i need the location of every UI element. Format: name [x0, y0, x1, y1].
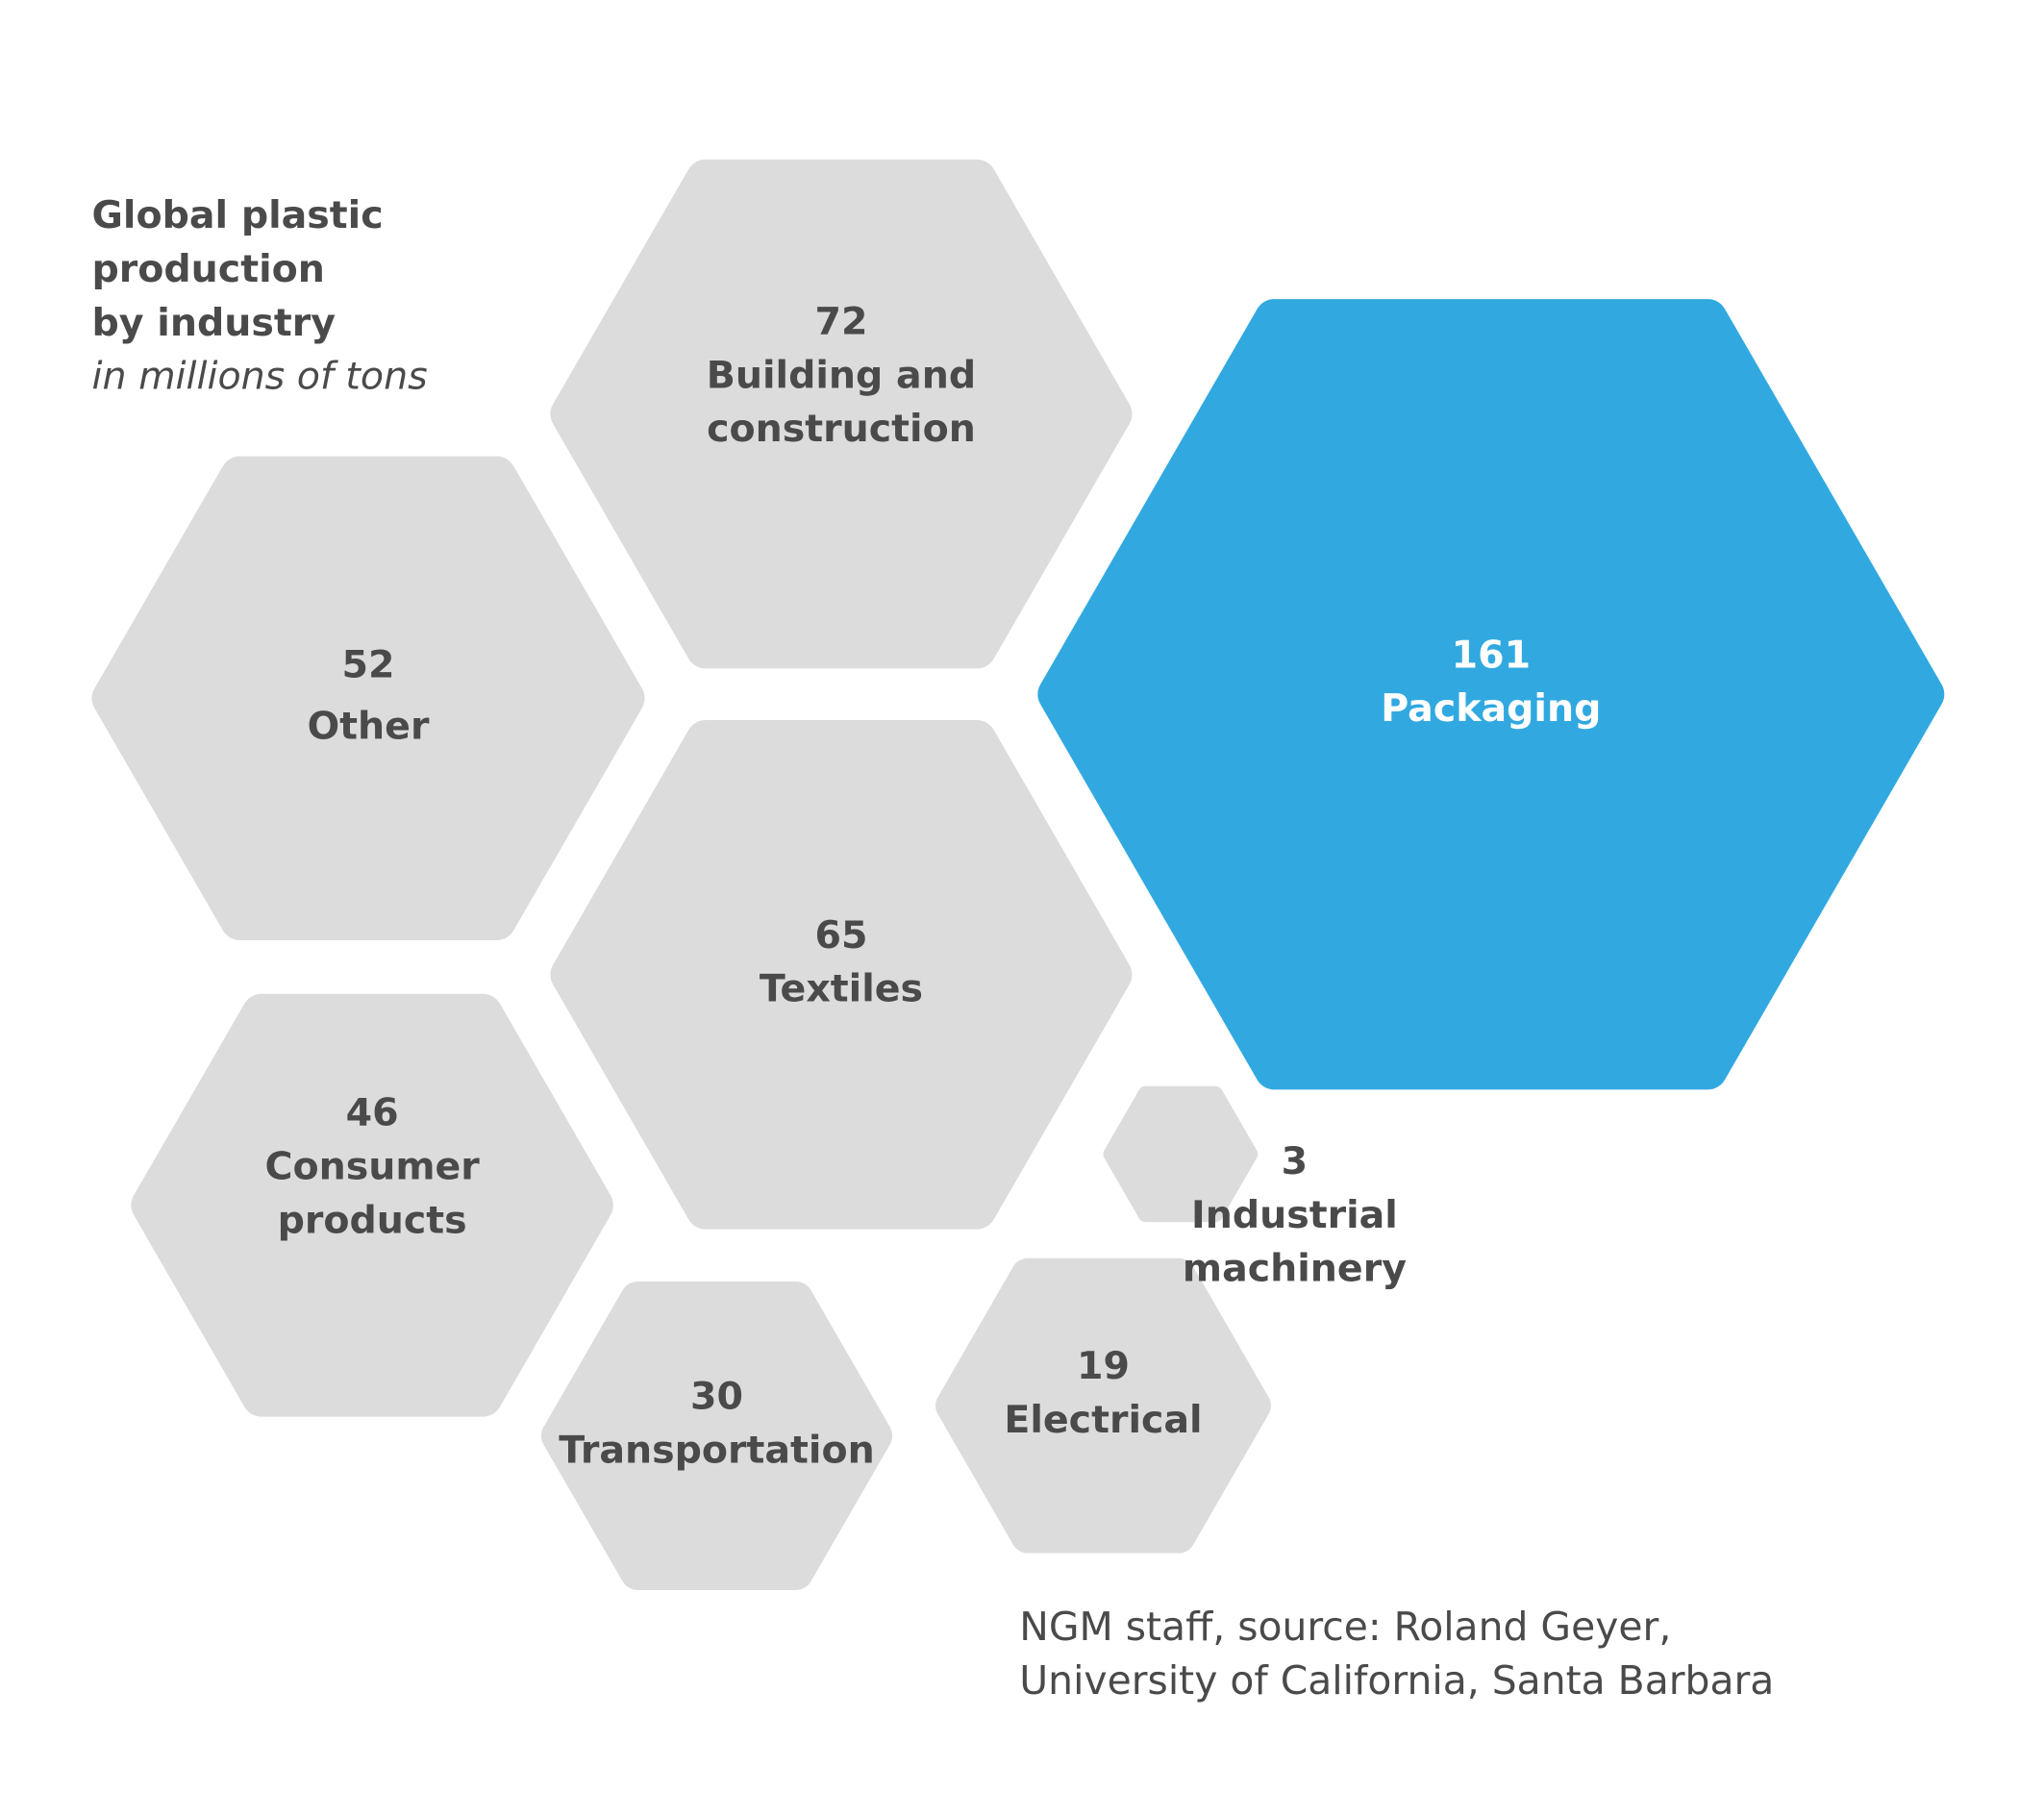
- source-note: NGM staff, source: Roland Geyer, Univers…: [1019, 1604, 1774, 1704]
- title-line-3: by industry: [92, 301, 337, 345]
- value-label: 52: [342, 642, 395, 686]
- category-label: Textiles: [760, 967, 923, 1011]
- hexagon-shape: [1103, 1085, 1259, 1223]
- chart-title: Global plastic production by industry in…: [92, 193, 428, 399]
- category-label: Building and: [707, 353, 976, 397]
- source-line-2: University of California, Santa Barbara: [1019, 1657, 1774, 1704]
- value-label: 30: [690, 1375, 743, 1419]
- category-label: products: [278, 1198, 467, 1242]
- value-label: 72: [814, 299, 867, 343]
- value-label: 161: [1452, 633, 1531, 677]
- title-line-2: production: [92, 247, 325, 291]
- hexagon-shape: [1037, 299, 1945, 1090]
- chart-subtitle: in millions of tons: [92, 355, 428, 399]
- hexagon-shape: [550, 720, 1133, 1230]
- title-line-1: Global plastic: [92, 193, 384, 237]
- hexagon-shape: [540, 1281, 893, 1590]
- source-line-1: NGM staff, source: Roland Geyer,: [1019, 1604, 1671, 1650]
- hexagon-shape: [935, 1257, 1271, 1554]
- value-label: 3: [1282, 1139, 1308, 1183]
- hexagon-shape: [91, 456, 645, 940]
- value-label: 46: [346, 1091, 399, 1135]
- value-label: 19: [1077, 1344, 1130, 1388]
- category-label: Consumer: [264, 1144, 480, 1188]
- category-label: Other: [308, 705, 430, 749]
- hexagon-shape: [131, 993, 613, 1417]
- category-label: Transportation: [559, 1428, 874, 1472]
- category-label: Industrial: [1191, 1193, 1398, 1237]
- category-label: construction: [707, 407, 976, 451]
- category-label: Packaging: [1381, 686, 1601, 731]
- category-label: machinery: [1183, 1247, 1407, 1291]
- hexagon-shape: [550, 159, 1133, 669]
- category-label: Electrical: [1004, 1398, 1202, 1442]
- value-label: 65: [814, 913, 867, 958]
